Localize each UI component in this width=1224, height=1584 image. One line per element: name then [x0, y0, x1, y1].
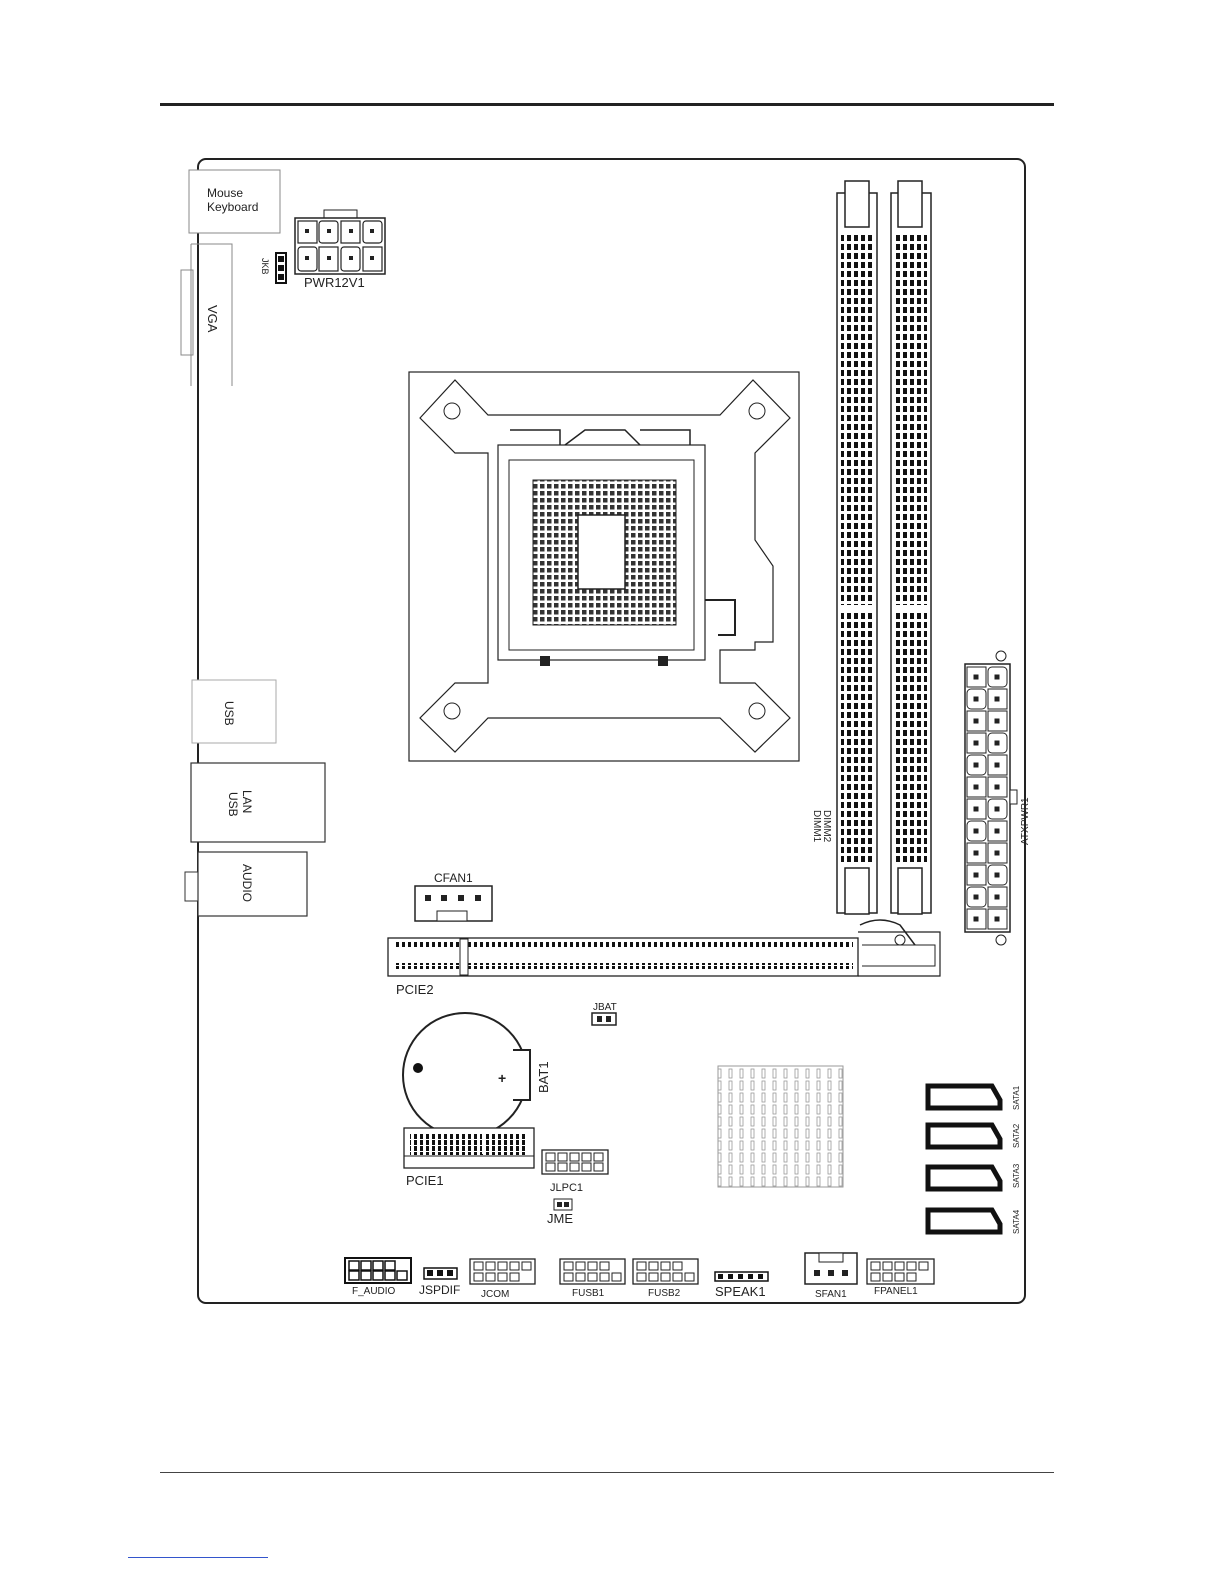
chipset-heatsink [718, 1066, 843, 1187]
cfan1-label: CFAN1 [434, 871, 473, 885]
sata3-label: SATA3 [1012, 1163, 1021, 1188]
sata2-connector: SATA2 [928, 1123, 1021, 1148]
bat-plus-label: + [498, 1070, 506, 1086]
atx-pin [974, 829, 978, 833]
footer-link-underline [128, 1557, 268, 1558]
atx-pin [995, 873, 999, 877]
jlpc1-label: JLPC1 [550, 1182, 583, 1194]
sata1-connector: SATA1 [928, 1085, 1021, 1110]
vga-port: VGA [181, 244, 232, 386]
jlpc1-header: JLPC1 [542, 1150, 608, 1194]
usb-port: USB [192, 680, 276, 743]
dimm2-label: DIMM2 [821, 810, 832, 843]
atx-pin [974, 895, 978, 899]
lan-usb-label: USB [226, 792, 240, 817]
atx-pin [974, 851, 978, 855]
pcie1-slot: PCIE1 [404, 1128, 534, 1188]
jcom-label: JCOM [481, 1289, 509, 1300]
mouse-label: Mouse [207, 186, 243, 200]
atx-pin [974, 675, 978, 679]
pwr12v1-connector: PWR12V1 [295, 210, 385, 290]
atx-pin [974, 763, 978, 767]
pcie2-slot: PCIE2 [388, 920, 940, 997]
atx-pin [995, 829, 999, 833]
dimm1-slot: DIMM1 [811, 181, 877, 914]
bat1-label: BAT1 [536, 1061, 551, 1093]
atx-pin [995, 741, 999, 745]
dimm1-label: DIMM1 [811, 810, 822, 843]
bat1-battery: + BAT1 [403, 1013, 551, 1137]
jme-jumper: JME [547, 1199, 573, 1226]
fpanel1-label: FPANEL1 [874, 1286, 918, 1297]
atx-pin [974, 917, 978, 921]
fusb2-label: FUSB2 [648, 1288, 681, 1299]
sata4-connector: SATA4 [928, 1209, 1021, 1234]
jbat-label: JBAT [593, 1002, 617, 1013]
fusb1-label: FUSB1 [572, 1288, 605, 1299]
audio-port: AUDIO [185, 852, 307, 916]
footer-rule [160, 1472, 1054, 1473]
atx-pin [974, 873, 978, 877]
atx-pin [974, 697, 978, 701]
sfan1-header: SFAN1 [805, 1253, 857, 1300]
pwr12v1-label: PWR12V1 [304, 275, 365, 290]
lan-usb-port: LAN USB [191, 763, 325, 842]
jcom-header: JCOM [470, 1259, 535, 1300]
audio-label: AUDIO [240, 864, 254, 902]
sata-ports: SATA1 SATA2 SATA3 SATA4 [928, 1085, 1021, 1234]
sata1-label: SATA1 [1012, 1085, 1021, 1110]
atx-pin [974, 741, 978, 745]
sfan1-label: SFAN1 [815, 1289, 847, 1300]
atx-pin [974, 807, 978, 811]
jkb-jumper: JKB [260, 253, 286, 283]
sata4-label: SATA4 [1012, 1209, 1021, 1234]
pcie1-label: PCIE1 [406, 1173, 444, 1188]
atx-pin [995, 807, 999, 811]
pcie2-label: PCIE2 [396, 982, 434, 997]
atx-pin [995, 719, 999, 723]
vga-label: VGA [205, 305, 220, 333]
ps2-port: Mouse Keyboard [189, 170, 280, 233]
atx-pin [995, 697, 999, 701]
atx-pin [995, 917, 999, 921]
usb-label: USB [222, 701, 236, 726]
jkb-label: JKB [260, 258, 270, 275]
keyboard-label: Keyboard [207, 200, 258, 214]
atxpwr1-label: ATXPWR1 [1020, 797, 1031, 845]
atx-pin [974, 719, 978, 723]
sata3-connector: SATA3 [928, 1163, 1021, 1189]
jspdif-label: JSPDIF [419, 1283, 460, 1297]
cfan1-header: CFAN1 [415, 871, 492, 921]
speak1-label: SPEAK1 [715, 1284, 766, 1299]
f-audio-label: F_AUDIO [352, 1286, 396, 1297]
atxpwr1-connector: ATXPWR1 [965, 651, 1031, 945]
atx-pin [974, 785, 978, 789]
speak1-header: SPEAK1 [715, 1272, 768, 1299]
jbat-jumper: JBAT [592, 1002, 617, 1025]
atx-pin [995, 851, 999, 855]
f-audio-header: F_AUDIO [345, 1258, 411, 1297]
atx-pin [995, 763, 999, 767]
jspdif-header: JSPDIF [419, 1268, 460, 1297]
lan-label: LAN [240, 790, 254, 813]
cpu-socket [409, 372, 799, 761]
fusb1-header: FUSB1 [560, 1259, 625, 1299]
sata2-label: SATA2 [1012, 1123, 1021, 1148]
fpanel1-header: FPANEL1 [867, 1259, 934, 1297]
atx-pin [995, 785, 999, 789]
atx-pin [995, 675, 999, 679]
fusb2-header: FUSB2 [633, 1259, 698, 1299]
atx-pin [995, 895, 999, 899]
jme-label: JME [547, 1211, 573, 1226]
